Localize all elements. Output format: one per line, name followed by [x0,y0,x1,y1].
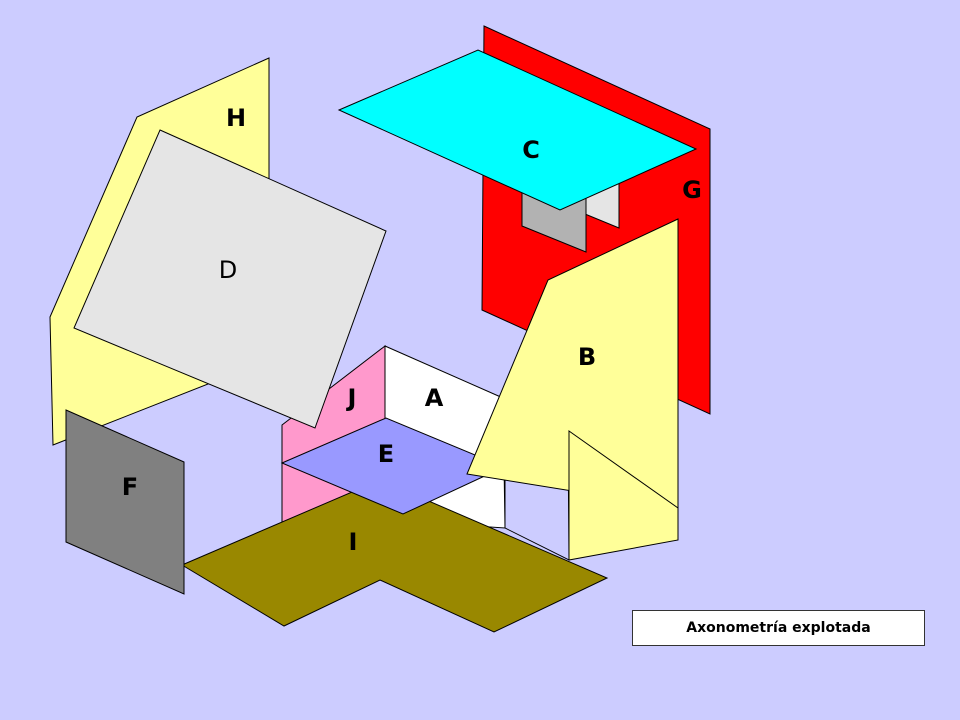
caption-text: Axonometría explotada [686,620,871,636]
label-d: D [219,256,237,284]
panel-b [466,218,679,509]
label-e: E [378,440,394,468]
label-i: I [349,528,358,556]
label-f: F [122,473,138,501]
label-c: C [522,136,540,164]
label-h: H [226,104,246,132]
label-g: G [682,176,702,204]
label-a: A [425,384,444,412]
caption-box: Axonometría explotada [632,610,925,646]
panel-b-lower [568,430,679,561]
panel-c [337,49,698,211]
panel-d [73,129,387,429]
label-b: B [578,343,596,371]
label-j: J [346,384,357,412]
panel-f [65,409,185,595]
